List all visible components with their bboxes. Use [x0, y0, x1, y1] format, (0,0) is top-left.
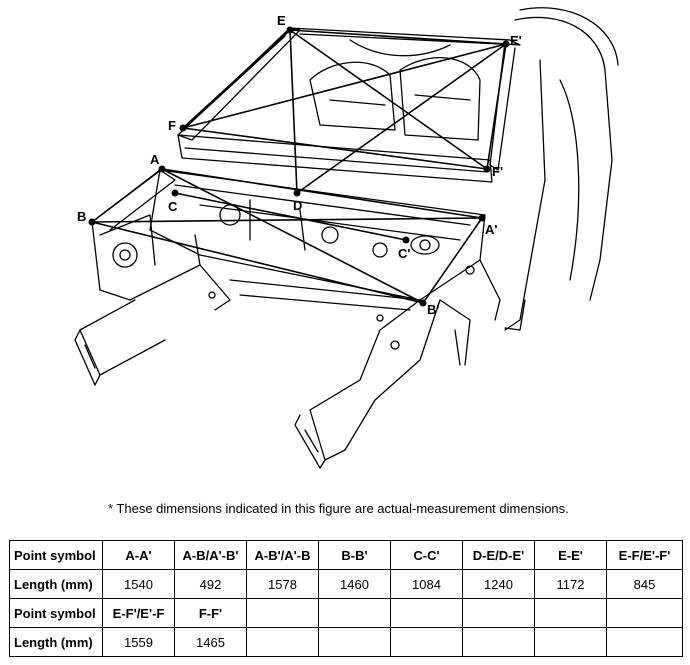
- point-symbol-cell: D-E/D-E': [462, 540, 535, 570]
- table-row: Length (mm) 1540 492 1578 1460 1084 1240…: [9, 569, 683, 599]
- line-Eprime-D: [296, 43, 507, 194]
- vehicle-body-drawing: [74, 7, 619, 469]
- line-C-Cprime: [174, 192, 407, 241]
- point-symbol-cell: E-F/E'-F': [606, 540, 683, 570]
- length-cell: 1460: [318, 569, 391, 599]
- point-Bprime: [419, 299, 427, 307]
- point-Cprime: [402, 236, 410, 244]
- table-row: Length (mm) 1559 1465: [9, 627, 683, 657]
- empty-cell: [606, 627, 683, 657]
- label-E: E: [277, 13, 286, 28]
- label-C: C: [168, 199, 178, 214]
- empty-cell: [606, 598, 683, 628]
- length-cell: 1578: [246, 569, 319, 599]
- point-A: [158, 165, 166, 173]
- point-labels: E E' F F' A A' B B' C C' D: [77, 13, 522, 317]
- measurement-points: [88, 26, 510, 307]
- line-Aprime-B: [91, 217, 483, 223]
- row-head-length: Length (mm): [9, 627, 103, 657]
- length-cell: 1559: [102, 627, 175, 657]
- table-row: Point symbol E-F'/E'-F F-F': [9, 598, 683, 628]
- label-F: F: [168, 118, 176, 133]
- table-row: Point symbol A-A' A-B/A'-B' A-B'/A'-B B-…: [9, 540, 683, 570]
- length-cell: 1172: [534, 569, 607, 599]
- length-cell: 1084: [390, 569, 463, 599]
- line-B-Bprime: [91, 221, 424, 304]
- point-symbol-cell: A-B/A'-B': [174, 540, 247, 570]
- line-A-Aprime: [161, 168, 483, 219]
- label-Bprime: B': [427, 302, 439, 317]
- line-F-Fprime: [182, 127, 488, 170]
- line-Eprime-F: [182, 43, 507, 129]
- length-cell: 845: [606, 569, 683, 599]
- label-D: D: [293, 198, 302, 213]
- point-C: [171, 189, 179, 197]
- point-symbol-cell: C-C': [390, 540, 463, 570]
- point-symbol-cell: A-B'/A'-B: [246, 540, 319, 570]
- length-cell: 1465: [174, 627, 247, 657]
- label-Aprime: A': [485, 222, 497, 237]
- empty-cell: [534, 598, 607, 628]
- line-Eprime-Fprime: [486, 43, 507, 170]
- row-head-point-symbol: Point symbol: [9, 540, 103, 570]
- label-A: A: [150, 152, 160, 167]
- row-head-point-symbol: Point symbol: [9, 598, 103, 628]
- line-E-F: [182, 29, 291, 129]
- line-Aprime-Bprime: [422, 217, 483, 304]
- line-E-Eprime: [289, 29, 507, 45]
- empty-cell: [318, 598, 391, 628]
- dimension-table: Point symbol A-A' A-B/A'-B' A-B'/A'-B B-…: [9, 540, 683, 657]
- measurement-lines: [91, 29, 507, 304]
- line-E-Fprime: [289, 29, 488, 170]
- point-Fprime: [483, 165, 491, 173]
- label-Eprime: E': [510, 33, 522, 48]
- line-E-D: [289, 29, 298, 194]
- empty-cell: [390, 627, 463, 657]
- measurement-note: * These dimensions indicated in this fig…: [108, 501, 569, 516]
- empty-cell: [246, 598, 319, 628]
- row-head-length: Length (mm): [9, 569, 103, 599]
- label-Fprime: F': [492, 164, 503, 179]
- empty-cell: [534, 627, 607, 657]
- line-A-B: [91, 168, 163, 223]
- point-D: [293, 189, 301, 197]
- point-Aprime: [478, 214, 486, 222]
- length-cell: 1240: [462, 569, 535, 599]
- point-Eprime: [502, 40, 510, 48]
- empty-cell: [246, 627, 319, 657]
- point-symbol-cell: F-F': [174, 598, 247, 628]
- empty-cell: [318, 627, 391, 657]
- point-B: [88, 218, 96, 226]
- empty-cell: [462, 598, 535, 628]
- empty-cell: [390, 598, 463, 628]
- point-E: [286, 26, 294, 34]
- point-F: [179, 124, 187, 132]
- vehicle-body-dimension-diagram: E E' F F' A A' B B' C C' D: [74, 7, 619, 469]
- point-symbol-cell: E-E': [534, 540, 607, 570]
- line-A-Bprime: [161, 168, 424, 304]
- label-Cprime: C': [398, 246, 410, 261]
- point-symbol-cell: A-A': [102, 540, 175, 570]
- point-symbol-cell: E-F'/E'-F: [102, 598, 175, 628]
- empty-cell: [462, 627, 535, 657]
- length-cell: 1540: [102, 569, 175, 599]
- point-symbol-cell: B-B': [318, 540, 391, 570]
- length-cell: 492: [174, 569, 247, 599]
- label-B: B: [77, 209, 86, 224]
